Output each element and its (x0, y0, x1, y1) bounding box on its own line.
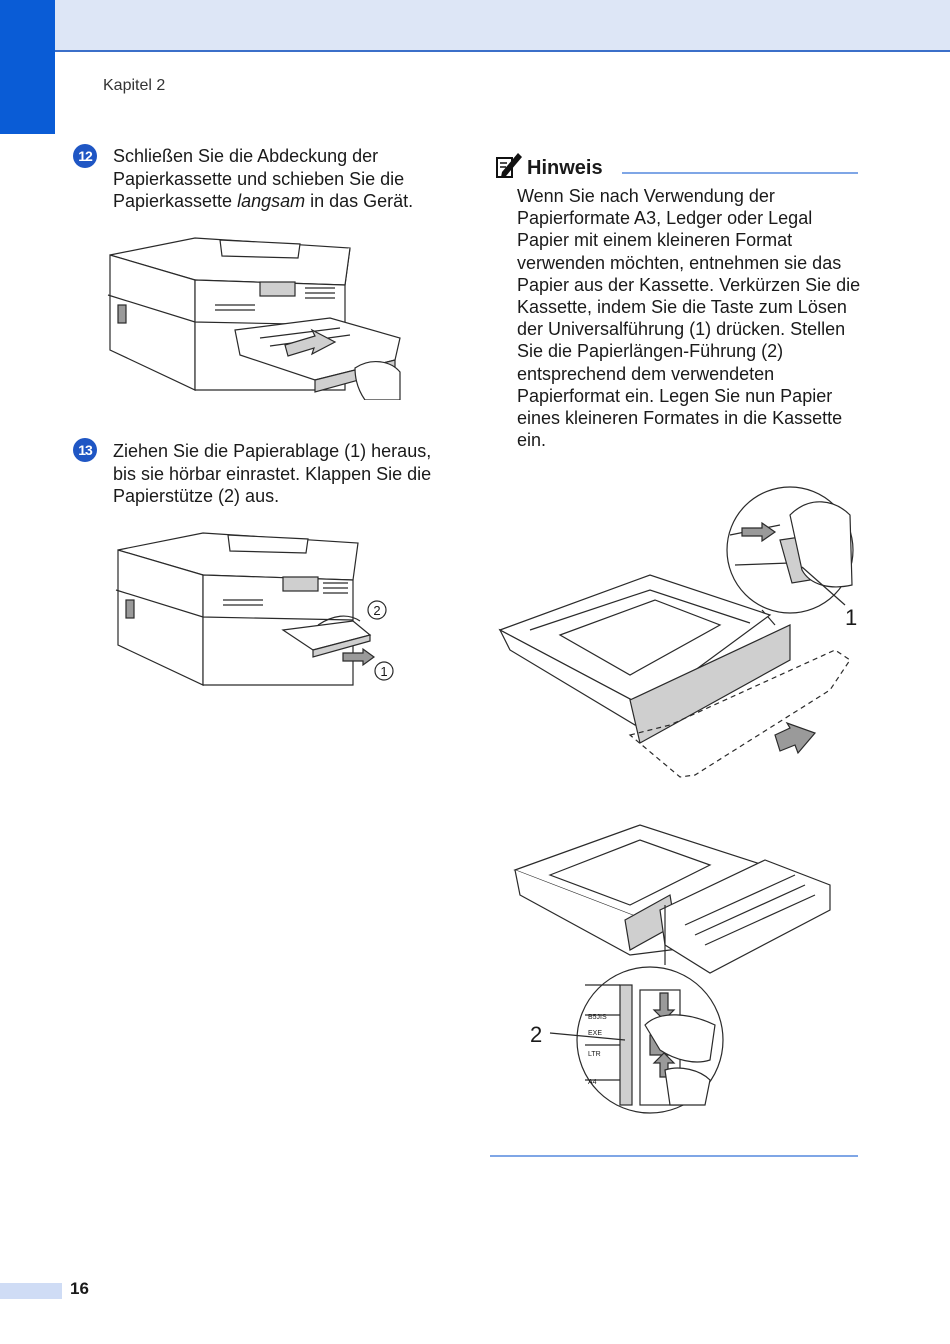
printer-insert-tray-illustration (107, 237, 401, 400)
step-12-text: Schließen Sie die Abdeckung der Papierka… (113, 146, 414, 211)
chapter-tab-marker (0, 0, 55, 134)
paper-size-label: B5JIS (588, 1014, 607, 1021)
step-number-badge: 13 (73, 438, 97, 462)
note-rule (622, 172, 858, 174)
note-title: Hinweis (527, 157, 603, 179)
printer-output-tray-illustration: 2 1 (115, 532, 394, 686)
tray-callout-1-label: 1 (845, 605, 857, 630)
callout-1-label: 1 (380, 664, 387, 679)
callout-2-label: 2 (373, 603, 380, 618)
tray-release-button-illustration: 1 (498, 486, 857, 778)
page-number: 16 (70, 1279, 89, 1298)
header-band (0, 0, 950, 52)
note-pencil-icon (496, 153, 522, 178)
note-header: Hinweis (494, 150, 860, 182)
chapter-label: Kapitel 2 (103, 77, 166, 94)
step-13-text: Ziehen Sie die Papierablage (1) heraus, … (113, 441, 432, 506)
paper-size-label: EXE (588, 1030, 602, 1037)
note-bottom-rule (490, 1155, 858, 1157)
step-number-badge: 12 (73, 144, 97, 168)
paper-size-label: A4 (588, 1079, 597, 1086)
tray-length-guide-illustration: 2 B5JIS EXE LTR A4 (513, 824, 831, 1114)
tray-callout-2-label: 2 (530, 1022, 542, 1047)
footer-band (0, 1283, 62, 1299)
note-text: Wenn Sie nach Verwendung der Papierforma… (517, 186, 861, 451)
paper-size-label: LTR (588, 1051, 601, 1058)
